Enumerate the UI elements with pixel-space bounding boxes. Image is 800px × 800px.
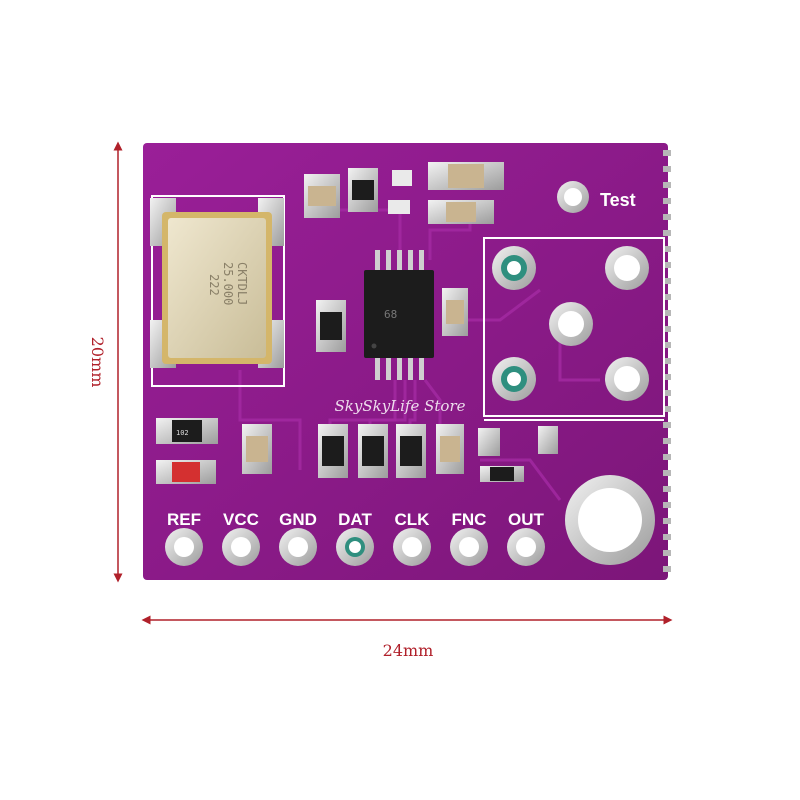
pin-label-vcc: VCC	[223, 510, 259, 529]
width-dimension: 24mm	[141, 615, 673, 660]
crystal-line-3: 222	[207, 274, 221, 296]
crystal-oscillator: CKTDLJ 25.000 222	[162, 212, 272, 364]
test-header-holes	[492, 246, 649, 401]
crystal-line-2: 25.000	[221, 262, 235, 305]
pin-label-gnd: GND	[279, 510, 317, 529]
ic-chip: 68	[364, 250, 434, 380]
mounting-hole	[565, 475, 655, 565]
height-dimension: 20mm	[88, 141, 123, 583]
crystal-line-1: CKTDLJ	[235, 262, 249, 305]
pin-holes	[165, 528, 545, 566]
smd-components: 102	[156, 162, 558, 484]
pin-labels: REF VCC GND DAT CLK FNC OUT	[167, 510, 545, 529]
pin-label-dat: DAT	[338, 510, 372, 529]
pin-label-clk: CLK	[395, 510, 431, 529]
pin-label-out: OUT	[508, 510, 545, 529]
chip-marking: 68	[384, 308, 397, 321]
test-label: Test	[600, 190, 636, 210]
pcb-board: CKTDLJ 25.000 222 Test	[143, 143, 671, 580]
pin-label-ref: REF	[167, 510, 201, 529]
pin-label-fnc: FNC	[452, 510, 487, 529]
height-dimension-label: 20mm	[88, 337, 107, 388]
watermark: SkySkyLife Store	[334, 397, 465, 415]
resistor-label: 102	[176, 429, 189, 437]
width-dimension-label: 24mm	[383, 641, 434, 660]
test-pad	[557, 181, 589, 213]
